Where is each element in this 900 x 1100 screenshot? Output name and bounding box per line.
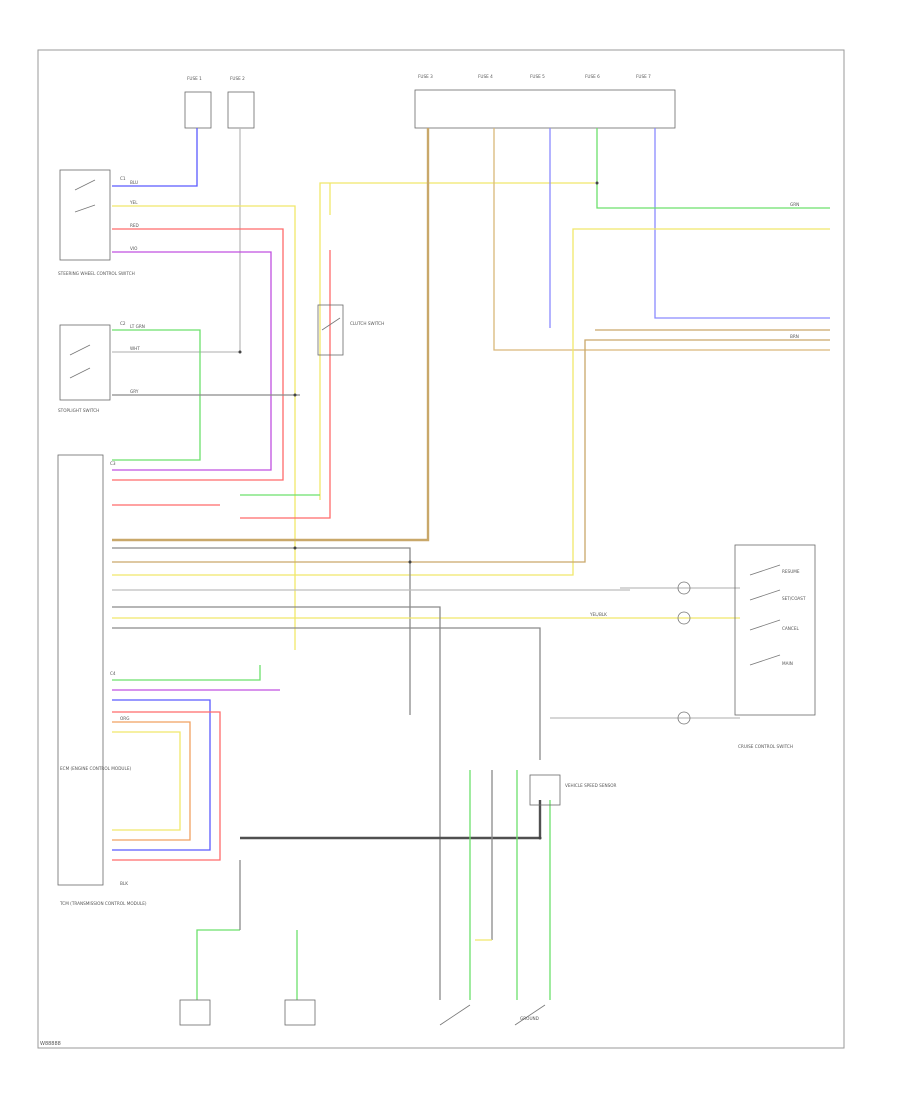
wire-ecm-blue-2	[112, 699, 211, 851]
wire-gray-ecm-1	[112, 547, 411, 715]
steering-switch-label: STEERING WHEEL CONTROL SWITCH	[58, 271, 135, 276]
wire-label-ylw-blk: YEL/BLK	[589, 612, 607, 617]
wire-label-vio: VIO	[130, 246, 138, 251]
fuse-label-3: FUSE 3	[418, 74, 433, 79]
wire-blue-right-2	[654, 128, 830, 319]
wire-label-brn: BRN	[790, 334, 799, 339]
connector-label-c1: C1	[120, 176, 126, 181]
fuse-label-1: FUSE 1	[187, 76, 202, 81]
stoplight-switch-label: STOPLIGHT SWITCH	[58, 408, 99, 413]
ecm-module: ECM (ENGINE CONTROL MODULE) TCM (TRANSMI…	[57, 454, 147, 906]
wire-label-ltgrn: LT GRN	[130, 324, 145, 329]
fuse-block-right: FUSE 3 FUSE 4 FUSE 5 FUSE 6 FUSE 7	[414, 74, 676, 129]
stoplight-switch: STOPLIGHT SWITCH	[58, 324, 111, 413]
junction-dots	[238, 181, 599, 840]
clutch-switch: CLUTCH SWITCH	[317, 304, 384, 356]
connector-label-c2: C2	[120, 321, 126, 326]
wire-ecm-orange-2	[112, 721, 191, 841]
wire-brown-main	[112, 128, 430, 542]
wire-ecm-red-2	[112, 711, 221, 861]
wire-brown-2	[493, 128, 830, 351]
wire-label-gry: GRY	[130, 389, 139, 394]
fuse-label-2: FUSE 2	[230, 76, 245, 81]
fuse-label-6: FUSE 6	[585, 74, 600, 79]
footer-code: W88888	[40, 1041, 61, 1047]
wire-label-org: ORG	[120, 716, 129, 721]
bottom-components: GROUND	[179, 999, 546, 1026]
wire-gray-fuse2	[112, 128, 241, 353]
switch-pos-set: SET/COAST	[782, 596, 806, 601]
steering-switch: STEERING WHEEL CONTROL SWITCH	[58, 169, 135, 276]
fuse-label-4: FUSE 4	[478, 74, 493, 79]
fuse-label-7: FUSE 7	[636, 74, 651, 79]
wire-label-yel: YEL	[129, 200, 138, 205]
switch-pos-cancel: CANCEL	[782, 626, 799, 631]
wire-red-ecm	[112, 250, 331, 519]
connector-label-c4: C4	[110, 671, 116, 676]
wire-label-red: RED	[130, 223, 139, 228]
wire-label-blk: BLK	[120, 881, 128, 886]
tcm-label: TCM (TRANSMISSION CONTROL MODULE)	[59, 901, 147, 906]
wire-label-wht: WHT	[130, 346, 140, 351]
cruise-resistors	[677, 581, 691, 725]
cruise-switch-label: CRUISE CONTROL SWITCH	[738, 744, 793, 749]
switch-pos-resume: RESUME	[782, 569, 800, 574]
diagram-border	[37, 49, 845, 1049]
wire-label-blu: BLU	[130, 180, 138, 185]
ecm-label: ECM (ENGINE CONTROL MODULE)	[60, 766, 131, 771]
wire-ecm-yellow-2	[112, 731, 181, 831]
wire-red-1	[112, 228, 284, 481]
ground-label: GROUND	[520, 1016, 539, 1021]
wire-yellow-top	[319, 182, 595, 500]
wire-ground-bus	[240, 800, 542, 840]
wire-brown-right-1	[112, 339, 830, 563]
wire-yellow-1	[112, 205, 296, 650]
wire-yellow-right	[112, 228, 830, 576]
wire-magenta-1	[112, 251, 272, 471]
vss-label: VEHICLE SPEED SENSOR	[565, 783, 617, 788]
cruise-control-switch: RESUME SET/COAST CANCEL MAIN CRUISE CONT…	[734, 544, 816, 749]
wire-blue-top-left	[112, 128, 198, 187]
fuse-block-left: FUSE 1 FUSE 2	[184, 76, 255, 129]
clutch-switch-label: CLUTCH SWITCH	[350, 321, 384, 326]
fuse-label-5: FUSE 5	[530, 74, 545, 79]
wire-gray-ecm-4	[112, 627, 541, 760]
wire-green-top	[596, 128, 830, 209]
wire-gray-ecm-5	[112, 606, 441, 1000]
switch-pos-main: MAIN	[782, 661, 793, 666]
connector-label-c3: C3	[110, 461, 116, 466]
wire-ecm-green-2	[112, 665, 261, 681]
wire-bottom-green-1	[196, 929, 240, 1000]
wire-label-grn: GRN	[790, 202, 799, 207]
vss-component: VEHICLE SPEED SENSOR	[529, 774, 617, 806]
wire-layer	[112, 128, 830, 1000]
